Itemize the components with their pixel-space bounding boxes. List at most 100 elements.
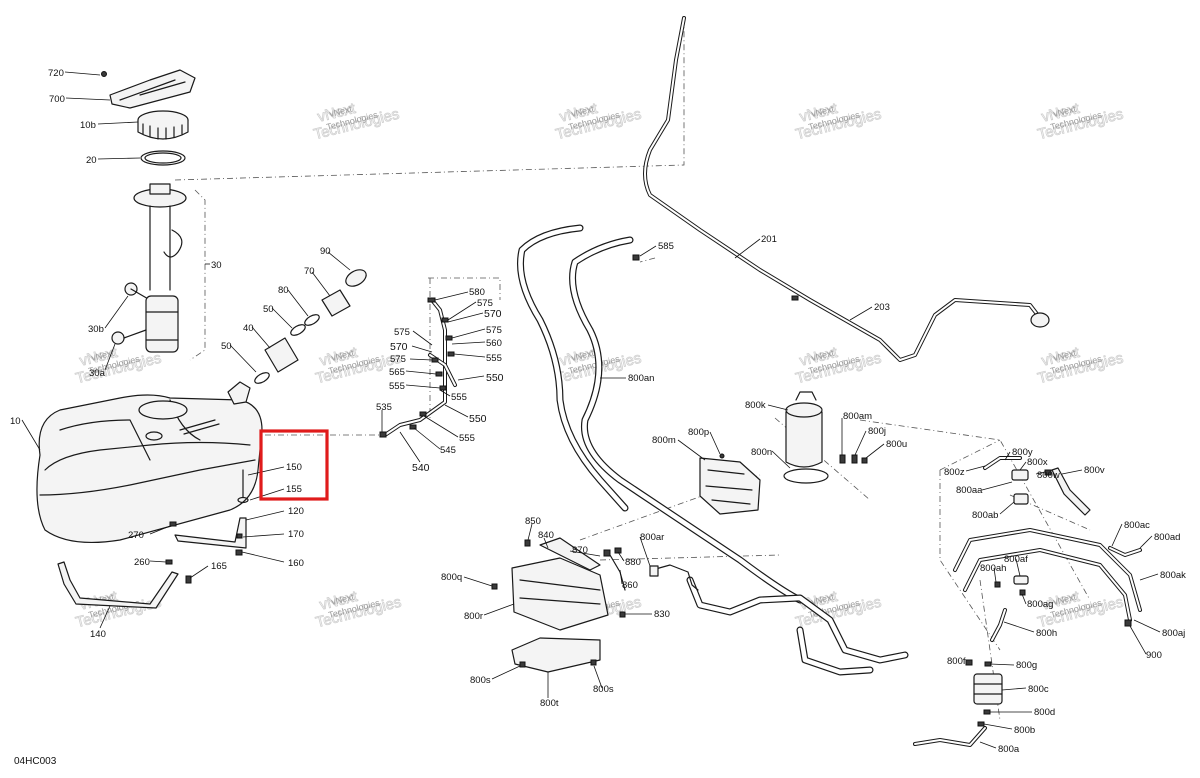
bracket-700-ribs (119, 79, 186, 101)
leader-800c (1001, 687, 1027, 691)
dash-pump-bracket (189, 189, 206, 361)
callout-800q: 800q (441, 572, 462, 583)
callout-203: 203 (874, 302, 890, 313)
bracket-800r-ribs (519, 579, 601, 605)
callout-800f: 800f (947, 656, 966, 667)
strap-800n (783, 468, 829, 484)
clip-800ah (994, 581, 1001, 588)
callout-10b: 10b (80, 120, 96, 131)
pump-hose (163, 229, 183, 258)
leader-800r (483, 603, 515, 616)
leader-800m (677, 439, 706, 461)
neck-70 (321, 289, 351, 317)
hose-800h-inner (991, 609, 1006, 641)
callout-800ad: 800ad (1154, 532, 1180, 543)
callout-20: 20 (86, 155, 97, 166)
pump-body (145, 295, 179, 353)
callout-800a: 800a (998, 744, 1020, 755)
highlight-box (259, 429, 329, 501)
callout-30b: 30b (88, 324, 104, 335)
leader-700 (65, 97, 111, 101)
hose-800a-inner (914, 727, 986, 746)
leader-860 (619, 569, 623, 585)
leader-lines (21, 71, 1161, 749)
callout-800d: 800d (1034, 707, 1055, 718)
callout-140: 140 (90, 629, 106, 640)
fitting-535 (379, 431, 387, 438)
callout-30: 30 (211, 260, 222, 271)
callout-575-a: 575 (477, 298, 493, 309)
clip-800w (1044, 469, 1052, 476)
fuel-line-201 (643, 16, 1042, 362)
leader-160 (241, 551, 285, 563)
callout-550-b: 550 (469, 413, 487, 425)
leader-585 (639, 245, 657, 257)
fuel-tank-10 (36, 381, 263, 544)
callout-800ag: 800ag (1027, 599, 1053, 610)
clamp-545 (409, 424, 417, 430)
figure-code: 04HC003 (14, 756, 57, 767)
clip-800am (839, 454, 846, 464)
callout-800af: 800af (1004, 554, 1028, 565)
bracket-840 (539, 537, 601, 571)
leader-575-a (447, 301, 477, 321)
callout-labels: 72070010b203030b30a109070805040501501551… (10, 68, 1186, 755)
callout-800t: 800t (540, 698, 559, 709)
dash-800-right (859, 419, 1091, 601)
leader-10 (21, 419, 41, 451)
callout-555-d: 555 (459, 433, 475, 444)
leader-565 (405, 370, 437, 375)
dash-canister (774, 417, 871, 501)
valve-800af (1013, 575, 1029, 585)
callout-800k: 800k (745, 400, 766, 411)
callout-570-a: 570 (484, 308, 502, 320)
tank-filler-neck (227, 381, 251, 405)
leader-70 (311, 271, 331, 297)
tank-straps (57, 469, 249, 609)
leader-30b (104, 295, 129, 329)
leader-165 (189, 565, 209, 579)
callout-800aj: 800aj (1162, 628, 1185, 639)
callout-800r: 800r (464, 611, 483, 622)
mounting-bracket-800r (491, 537, 699, 673)
bolt-850 (524, 539, 531, 547)
tank-label (179, 419, 220, 435)
hose-800an-c-inner (687, 577, 908, 663)
clamp-575-a (441, 317, 449, 323)
leader-30a (104, 343, 116, 371)
clip-201 (791, 295, 799, 301)
callout-800u: 800u (886, 439, 907, 450)
clamp-50-lower (254, 372, 270, 384)
leader-555-a (453, 353, 486, 358)
callout-800p: 800p (688, 427, 709, 438)
callout-800g: 800g (1016, 660, 1037, 671)
callout-860: 860 (622, 580, 638, 591)
leader-80 (287, 289, 309, 317)
assembly-lines (174, 20, 1091, 721)
leader-800h (1003, 621, 1035, 633)
lock-ring-10b-teeth (142, 123, 183, 140)
leader-880 (617, 551, 625, 562)
callout-40: 40 (243, 323, 254, 334)
callout-830: 830 (654, 609, 670, 620)
dash-bracket-800ar (599, 554, 781, 561)
leader-555-d (423, 415, 459, 438)
callout-800h: 800h (1036, 628, 1057, 639)
leader-540 (399, 431, 421, 463)
connector-203 (1030, 312, 1050, 328)
leader-800p (709, 431, 721, 455)
nut-270 (169, 521, 177, 527)
pump-rods (149, 205, 171, 291)
leader-201 (734, 238, 761, 259)
leader-555-b (405, 384, 441, 389)
clamp-50-upper (290, 324, 306, 336)
watermark: vNext vNext Technologies Technologies (1036, 343, 1126, 387)
purge-valve-800m (699, 453, 761, 515)
valve-detail (705, 469, 753, 505)
callout-800x: 800x (1027, 457, 1048, 468)
nut-260 (165, 559, 173, 565)
ring-80 (304, 314, 320, 326)
callout-800c: 800c (1028, 684, 1049, 695)
hose-800an-a-inner (518, 225, 628, 511)
